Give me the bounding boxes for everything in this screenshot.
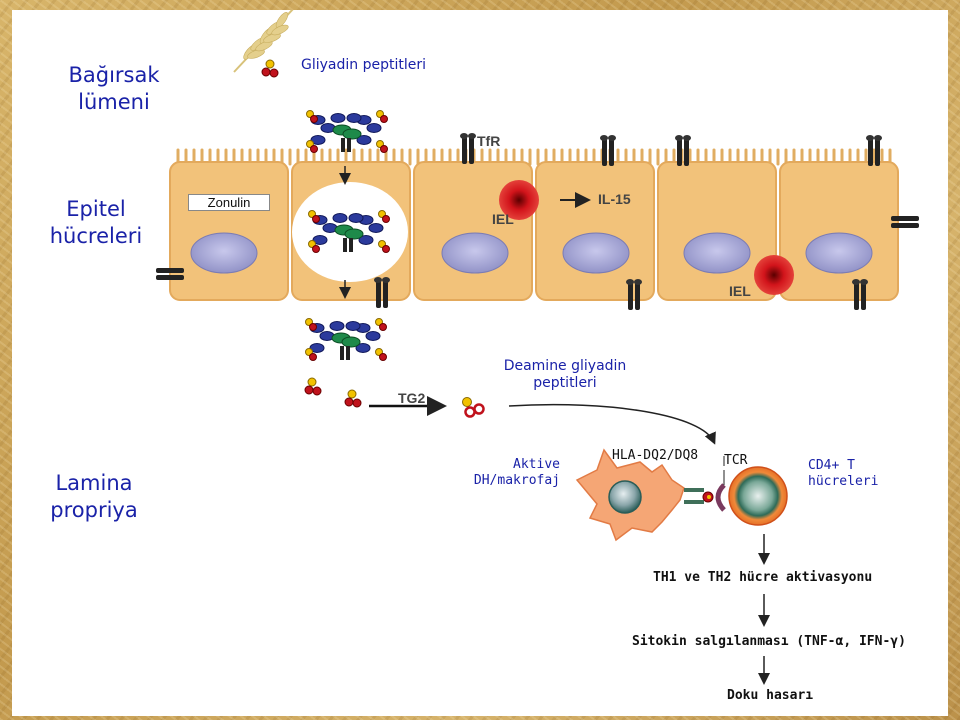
- il15-label: IL-15: [598, 191, 631, 207]
- junction-receptor: [156, 268, 184, 280]
- cascade-step-1: TH1 ve TH2 hücre aktivasyonu: [653, 570, 873, 585]
- hla-tcr-synapse: [684, 456, 726, 512]
- peptide-legend-icon: [261, 59, 279, 78]
- tfr-receptor: [600, 135, 616, 166]
- apc-label-line1: Aktive: [513, 457, 560, 472]
- iel-label-top: IEL: [492, 211, 514, 227]
- gliadin-complex: [305, 318, 387, 361]
- nucleus: [805, 232, 873, 274]
- nucleus: [683, 232, 751, 274]
- tfr-receptor: [460, 133, 476, 164]
- lumen-label: Bağırsak lümeni: [54, 62, 174, 116]
- deamidated-label-line2: peptitleri: [533, 375, 597, 391]
- cd4-label-line2: hücreleri: [808, 474, 879, 489]
- presentation-arrow: [508, 403, 716, 445]
- deamidated-peptide-icon: [462, 397, 485, 418]
- gliadin-complex: [308, 210, 390, 253]
- epithelium-label-line1: Epitel: [66, 197, 126, 221]
- wheat-icon: [233, 10, 294, 73]
- tfr-receptor: [374, 277, 390, 308]
- iel-cell-bottom: [754, 255, 794, 295]
- tfr-receptor: [626, 279, 642, 310]
- apc-label: Aktive DH/makrofaj: [448, 457, 560, 489]
- tfr-receptor: [852, 279, 868, 310]
- lamina-label-line2: propriya: [50, 498, 138, 522]
- diagram-panel: Bağırsak lümeni Epitel hücreleri Lamina …: [12, 10, 948, 716]
- diagram-graphics: [156, 10, 919, 685]
- lumen-label-line1: Bağırsak: [68, 63, 160, 87]
- tfr-label: TfR: [477, 133, 501, 149]
- zonulin-label: Zonulin: [188, 194, 270, 211]
- tfr-receptor: [675, 135, 691, 166]
- tg2-label: TG2: [398, 390, 426, 406]
- nucleus: [562, 232, 630, 274]
- cd4-label-line1: CD4+ T: [808, 458, 855, 473]
- deamidated-label: Deamine gliyadin peptitleri: [490, 358, 640, 392]
- cascade-step-2: Sitokin salgılanması (TNF-α, IFN-γ): [632, 634, 906, 649]
- t-cell: [728, 466, 788, 526]
- cascade-step-3: Doku hasarı: [727, 688, 814, 703]
- hla-label: HLA-DQ2/DQ8: [612, 448, 699, 463]
- lumen-label-line2: lümeni: [78, 90, 150, 114]
- tfr-receptor: [866, 135, 882, 166]
- cd4-label: CD4+ T hücreleri: [808, 458, 878, 490]
- lamina-label: Lamina propriya: [34, 470, 154, 524]
- gliadin-label: Gliyadin peptitleri: [301, 57, 426, 73]
- epithelium-label: Epitel hücreleri: [36, 196, 156, 250]
- peptide-icon: [304, 377, 362, 408]
- deamidated-label-line1: Deamine gliyadin: [503, 358, 627, 374]
- gliadin-complex: [306, 110, 388, 153]
- nucleus: [190, 232, 258, 274]
- lamina-label-line1: Lamina: [55, 471, 133, 495]
- epithelium-layer: [169, 148, 899, 301]
- tcr-label: TCR: [724, 453, 748, 468]
- epithelium-label-line2: hücreleri: [49, 224, 143, 248]
- junction-receptor: [891, 216, 919, 228]
- nucleus: [441, 232, 509, 274]
- iel-label-bottom: IEL: [729, 283, 751, 299]
- apc-cell: [575, 448, 685, 542]
- iel-cell-top: [499, 180, 539, 220]
- apc-label-line2: DH/makrofaj: [473, 473, 560, 488]
